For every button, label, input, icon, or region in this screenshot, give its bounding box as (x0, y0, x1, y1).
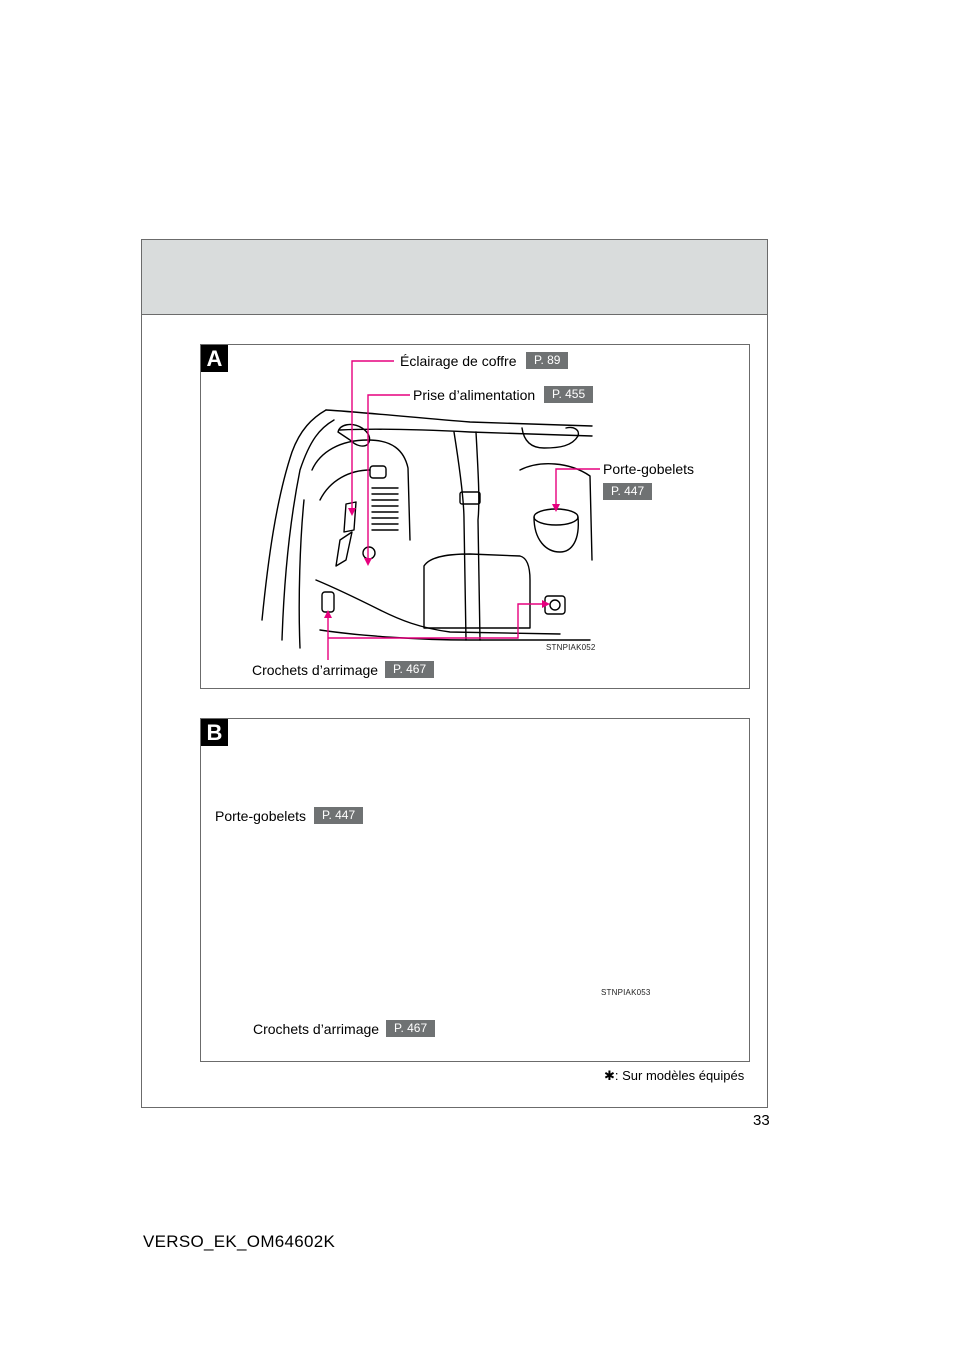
callout-lines-a (327, 360, 600, 660)
label-prise-alimentation: Prise d’alimentation (413, 387, 536, 403)
callout-arrows-a (324, 504, 560, 618)
panel-b: B (200, 718, 750, 1062)
content-frame (141, 239, 768, 1108)
panel-letter-b: B (201, 719, 228, 746)
label-porte-gobelets-b: Porte-gobelets (215, 808, 307, 824)
page-ref-porte-gobelets-b[interactable]: P. 447 (314, 807, 364, 824)
page-ref-crochets-a[interactable]: P. 467 (385, 661, 435, 678)
page-ref-prise[interactable]: P. 455 (544, 386, 594, 403)
page-ref-eclairage[interactable]: P. 89 (526, 352, 569, 369)
label-crochets-arrimage-a: Crochets d’arrimage (252, 662, 379, 678)
image-code-b: STNPIAK053 (601, 988, 651, 997)
header-band (142, 240, 767, 315)
label-eclairage-de-coffre: Éclairage de coffre (400, 353, 517, 369)
label-porte-gobelets-a: Porte-gobelets (603, 461, 695, 477)
page-ref-porte-gobelets-a[interactable]: P. 447 (603, 483, 653, 500)
asterisk-icon: ✱ (604, 1068, 615, 1083)
label-crochets-arrimage-b: Crochets d’arrimage (253, 1021, 380, 1037)
footnote: ✱: Sur modèles équipés (604, 1068, 744, 1084)
trunk-illustration-a (261, 409, 593, 649)
image-code-a: STNPIAK052 (546, 643, 596, 652)
document-code: VERSO_EK_OM64602K (143, 1232, 336, 1251)
footnote-text: : Sur modèles équipés (614, 1068, 745, 1083)
panel-letter-a: A (201, 345, 228, 372)
page-ref-crochets-b[interactable]: P. 467 (386, 1020, 436, 1037)
page-number: 33 (753, 1112, 770, 1129)
